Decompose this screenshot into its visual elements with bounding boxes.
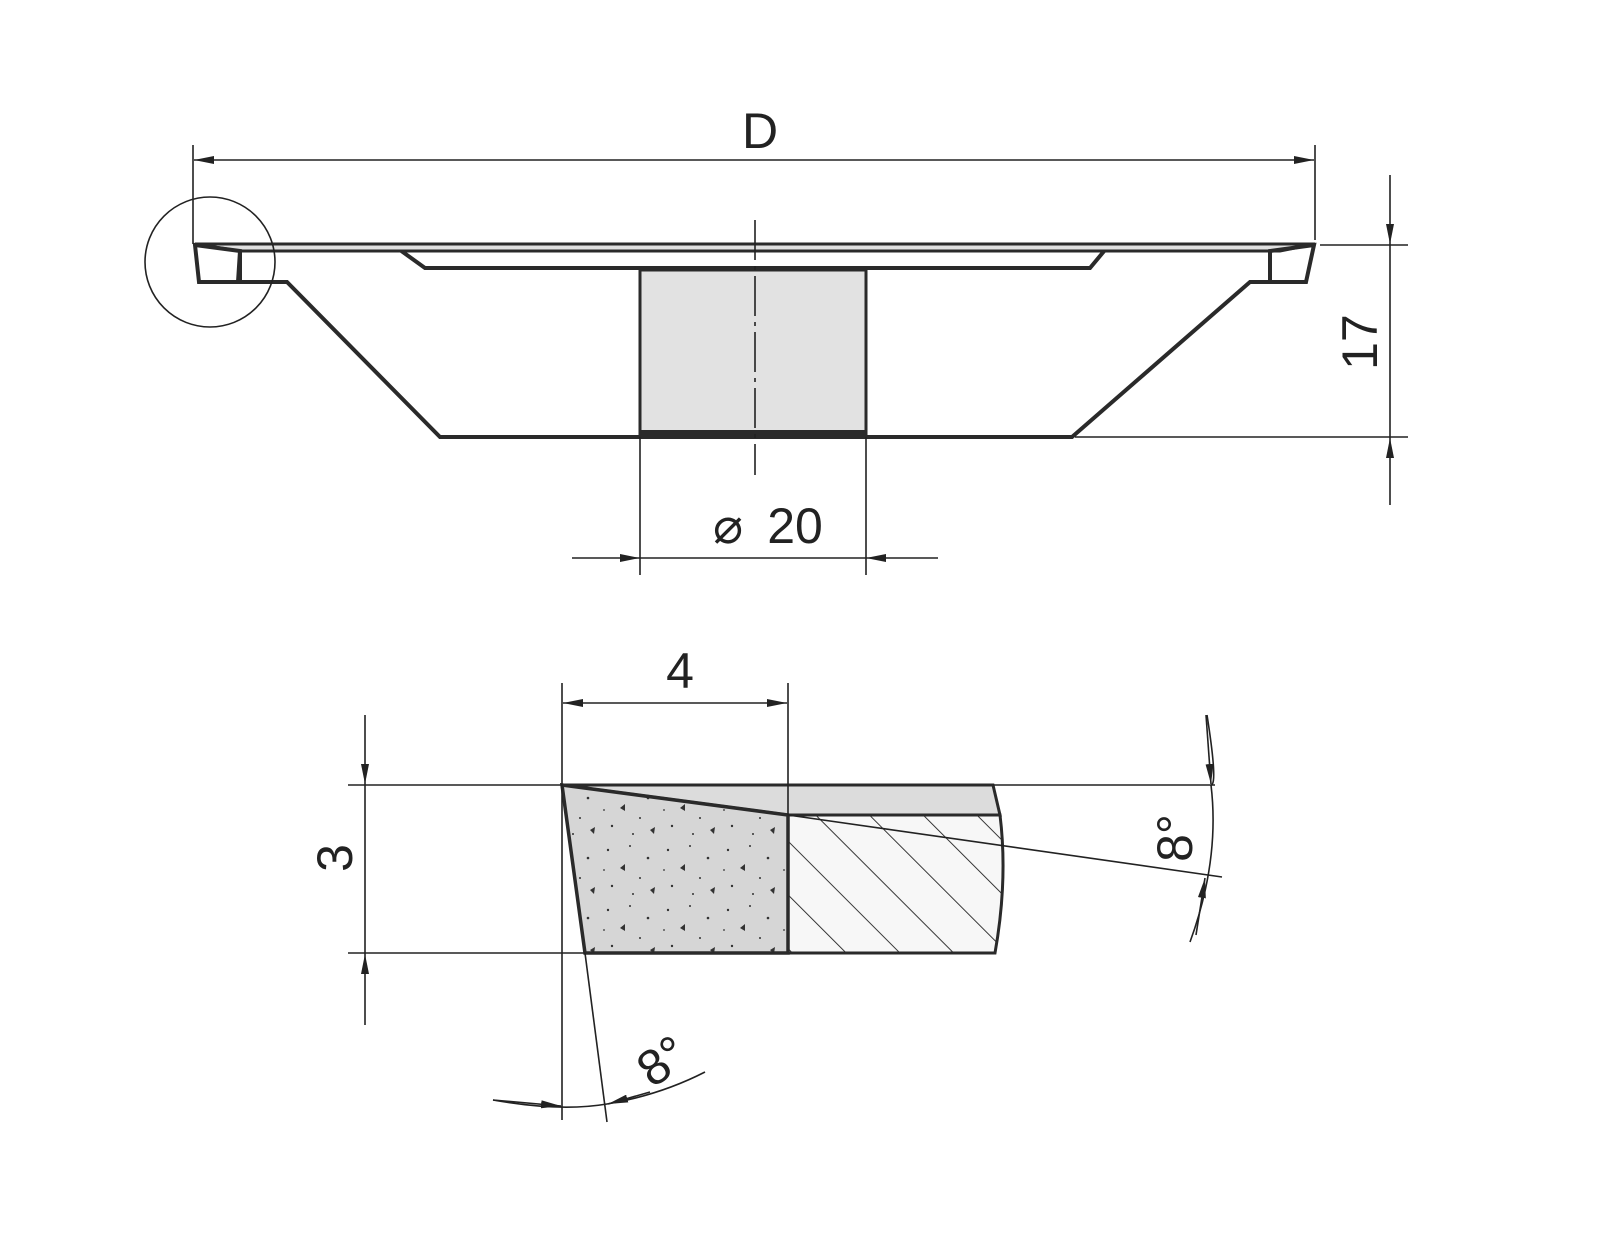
detail-height-label: 3: [307, 844, 363, 872]
wheel-section-view: D 17 ⌀ 20: [144, 103, 1408, 575]
width-label: 4: [666, 643, 694, 699]
abrasive-segment-detail: [559, 782, 790, 955]
body-section-detail: [786, 813, 1005, 955]
side-angle-label: 8°: [627, 1024, 698, 1097]
bore-label: 20: [767, 498, 823, 554]
detail-circle: [144, 196, 276, 328]
bore-hole: [638, 268, 868, 436]
wheel-recess: [398, 248, 1107, 270]
top-angle-label: 8°: [1147, 814, 1203, 862]
abrasive-segment-right: [1268, 242, 1317, 284]
segment-detail-view: 4 3 8° 8°: [307, 643, 1223, 1123]
abrasive-segment-left: [192, 242, 243, 284]
diameter-label: D: [742, 103, 778, 159]
height-label: 17: [1332, 314, 1388, 370]
bore-symbol: ⌀: [713, 498, 743, 554]
